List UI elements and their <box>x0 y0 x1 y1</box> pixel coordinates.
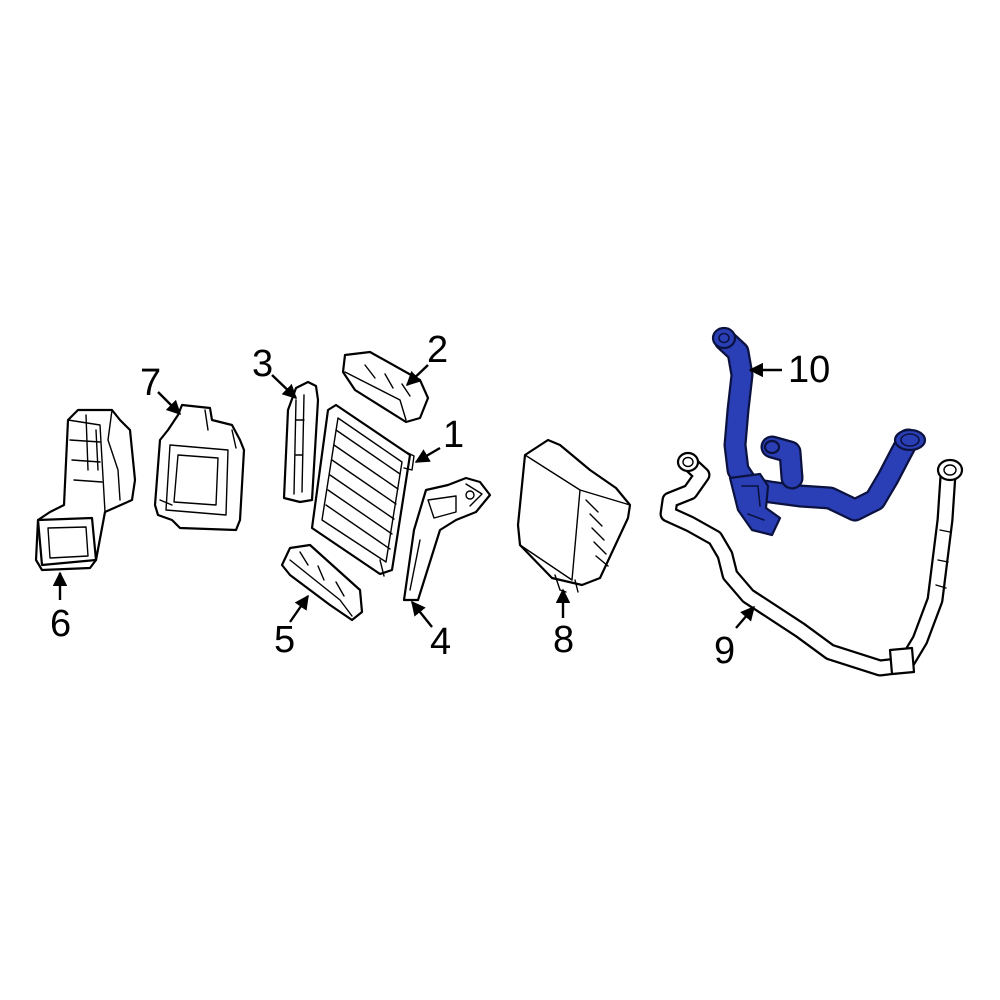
callout-label-5: 5 <box>274 619 295 661</box>
callout-label-3: 3 <box>252 343 273 385</box>
callout-label-10: 10 <box>788 349 830 391</box>
callout-label-8: 8 <box>553 619 574 661</box>
callout-arrow-4 <box>411 600 433 628</box>
callout-label-4: 4 <box>430 621 451 663</box>
part-10-coolant-hose[interactable] <box>711 326 927 537</box>
callout-label-7: 7 <box>140 362 161 404</box>
part-1-radiator[interactable] <box>310 403 415 577</box>
callout-labels: 1 2 3 4 5 6 7 8 9 10 <box>50 329 830 672</box>
callout-label-1: 1 <box>443 414 464 456</box>
callout-label-6: 6 <box>50 603 71 645</box>
callout-arrow-3 <box>271 374 298 399</box>
part-2-top-bracket[interactable] <box>341 350 430 424</box>
part-5-lower-bracket[interactable] <box>280 543 364 622</box>
part-7-frame[interactable] <box>153 403 246 532</box>
callout-arrows <box>52 362 782 629</box>
part-6-housing[interactable] <box>34 408 137 572</box>
callout-arrow-9 <box>735 605 755 629</box>
part-3-bracket[interactable] <box>282 380 320 504</box>
part-9-coolant-pipe[interactable] <box>659 451 964 677</box>
callout-arrow-2 <box>405 364 429 386</box>
callout-arrow-5 <box>289 594 309 623</box>
callout-arrow-1 <box>414 446 441 464</box>
part-8-control-module[interactable] <box>516 438 632 593</box>
callout-label-9: 9 <box>714 630 735 672</box>
callout-arrow-7 <box>157 391 182 416</box>
callout-label-2: 2 <box>427 329 448 371</box>
part-4-side-bracket[interactable] <box>402 476 492 602</box>
